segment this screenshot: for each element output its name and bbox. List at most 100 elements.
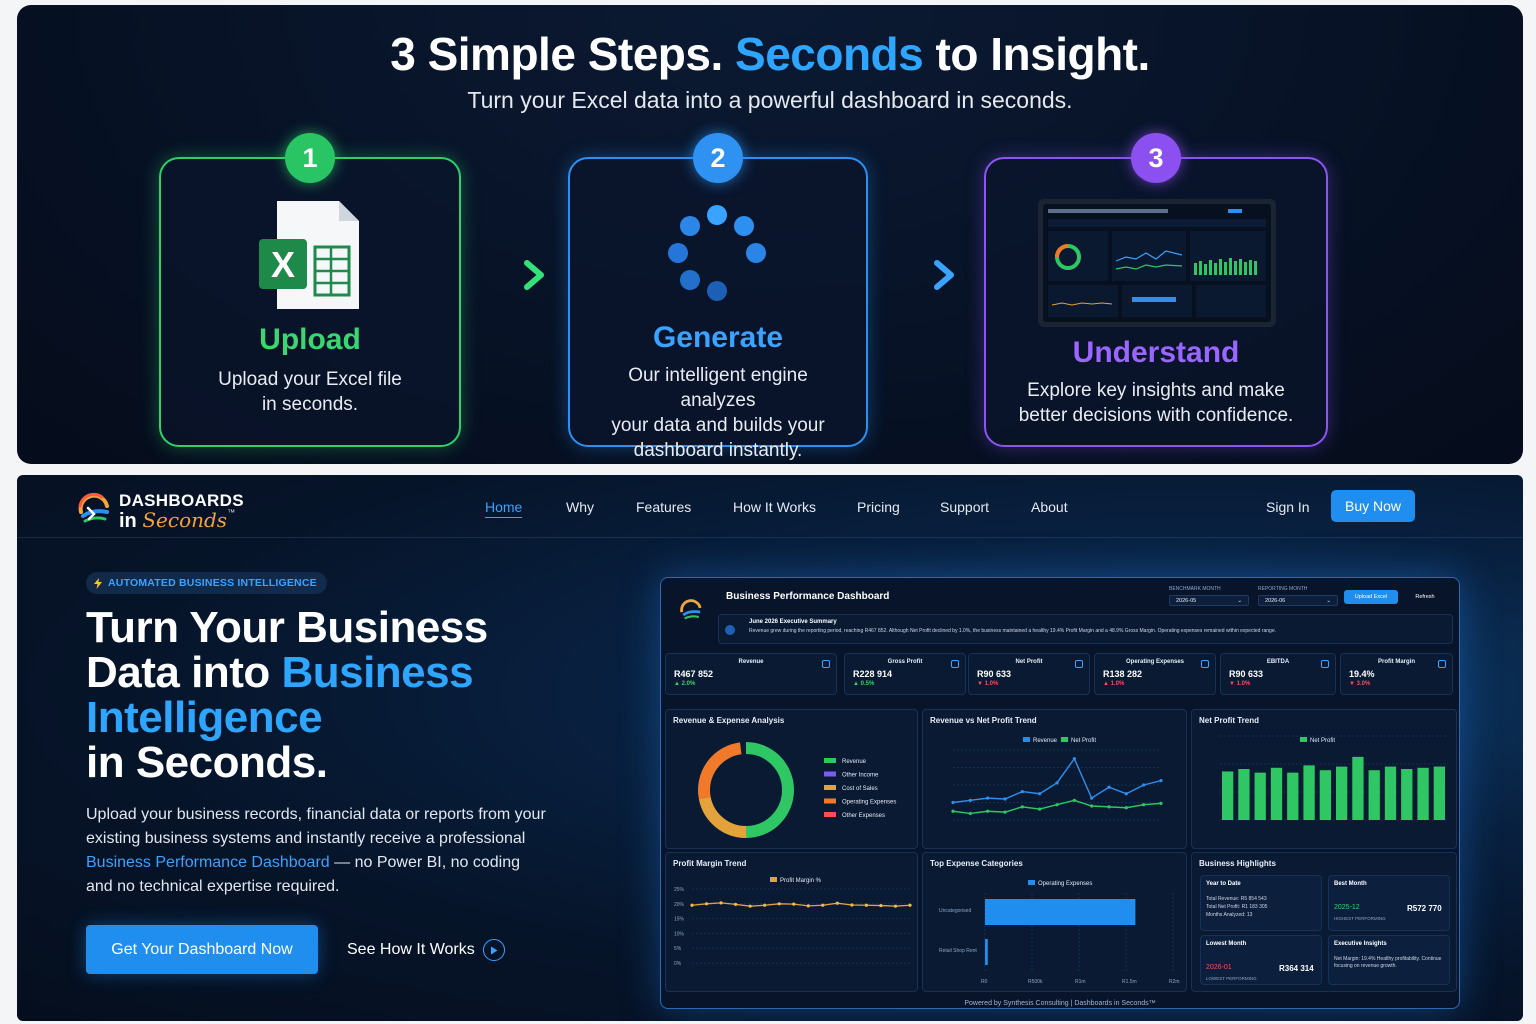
data-point	[1003, 797, 1007, 801]
step-card-generate: 2 Generate Our intelligent engine analyz…	[568, 133, 868, 461]
series-line	[691, 902, 911, 907]
nav-link-support[interactable]: Support	[940, 499, 990, 515]
panel-title: Business Highlights	[1199, 859, 1276, 868]
y-tick-label: 5%	[674, 946, 682, 952]
navbar: DASHBOARDS in Seconds™ Home Why Features…	[17, 475, 1523, 538]
arrow-right-icon	[884, 260, 954, 290]
data-point	[1020, 789, 1024, 794]
x-tick-label: R1.5m	[1122, 979, 1137, 985]
get-dashboard-button[interactable]: Get Your Dashboard Now	[86, 925, 318, 974]
legend-swatch	[824, 798, 836, 804]
executive-summary: June 2026 Executive Summary Revenue grew…	[718, 614, 1453, 644]
donut-segment	[698, 742, 742, 799]
panel-title: Net Profit Trend	[1199, 716, 1260, 725]
dashboard-footer: Powered by Synthesis Consulting | Dashbo…	[964, 1000, 1156, 1007]
panel-title: Top Expense Categories	[930, 859, 1023, 868]
sign-in-link[interactable]: Sign In	[1266, 499, 1310, 515]
nav-link-about[interactable]: About	[1031, 499, 1068, 515]
benchmark-label: BENCHMARK MONTH	[1169, 586, 1221, 592]
data-point	[835, 901, 839, 905]
nav-link-how-it-works[interactable]: How It Works	[733, 499, 816, 515]
nav-link-features[interactable]: Features	[636, 499, 692, 515]
ytd-card: Year to Date Total Revenue: R5 854 543 T…	[1200, 875, 1322, 931]
data-point	[792, 902, 796, 906]
bar	[1417, 767, 1429, 820]
data-point	[1142, 783, 1146, 787]
data-point	[986, 809, 990, 813]
buy-now-button[interactable]: Buy Now	[1331, 490, 1415, 522]
data-point	[1124, 806, 1128, 810]
kpi-delta: ▲ 2.0%	[674, 681, 696, 687]
arrow-right-icon	[474, 260, 544, 290]
bar	[1384, 766, 1397, 820]
nav-link-pricing[interactable]: Pricing	[857, 499, 900, 515]
loading-spinner-icon	[668, 205, 766, 301]
steps-subtitle: Turn your Excel data into a powerful das…	[467, 87, 1073, 113]
nav-link-home[interactable]: Home	[485, 499, 523, 518]
benchmark-select[interactable]: 2026-05⌄	[1169, 595, 1249, 606]
info-icon	[725, 625, 735, 635]
bar	[1222, 771, 1234, 820]
kpi-icon	[822, 660, 830, 668]
legend-label: Operating Expenses	[842, 800, 896, 806]
kpi-label: EBITDA	[1266, 659, 1290, 665]
legend-label: Revenue	[1033, 738, 1058, 744]
data-point	[850, 903, 854, 907]
kpi-value: R467 852	[674, 669, 714, 679]
net-profit-trend-panel: Net Profit Trend Net Profit	[1191, 709, 1457, 849]
refresh-button[interactable]: Refresh	[1415, 594, 1435, 600]
data-point	[893, 904, 898, 908]
data-point	[704, 902, 709, 906]
logo-text: DASHBOARDS	[119, 491, 244, 510]
bar	[1319, 770, 1331, 820]
panel-title: Profit Margin Trend	[673, 859, 747, 868]
kpi-icon	[1438, 660, 1446, 668]
upload-excel-button[interactable]: Upload Excel	[1344, 590, 1398, 604]
logo-icon	[78, 492, 109, 523]
data-point	[1038, 792, 1042, 796]
data-point	[1107, 785, 1111, 789]
dashboard-logo-icon	[680, 599, 702, 620]
kpi-value: R228 914	[853, 669, 893, 679]
reporting-select[interactable]: 2026-06⌄	[1258, 595, 1338, 606]
donut-segment	[698, 796, 747, 838]
y-tick-label: 10%	[674, 931, 685, 937]
kpi-icon	[1075, 660, 1083, 668]
category-label: Retail Shop Rent	[939, 948, 977, 954]
top-expense-panel: Top Expense Categories Operating Expense…	[922, 852, 1187, 992]
data-point	[1159, 779, 1163, 783]
lowest-month-card: Lowest Month 2026-01 R364 314 LOWEST PER…	[1200, 935, 1322, 985]
kpi-value: 19.4%	[1349, 669, 1375, 679]
data-point	[1003, 810, 1007, 814]
reporting-label: REPORTING MONTH	[1258, 586, 1308, 592]
data-point	[806, 904, 810, 908]
category-label: Uncategorised	[939, 908, 971, 914]
data-point	[951, 800, 955, 805]
svg-text:X: X	[271, 244, 295, 285]
kpi-label: Profit Margin	[1378, 659, 1415, 665]
business-highlights-panel: Business Highlights Year to Date Total R…	[1191, 852, 1457, 992]
kpi-icon	[1201, 660, 1209, 668]
data-point	[777, 902, 781, 906]
data-point	[1055, 781, 1059, 785]
nav-link-why[interactable]: Why	[566, 499, 594, 515]
donut-segment	[745, 742, 794, 838]
see-how-it-works-link[interactable]: See How It Works	[347, 939, 505, 961]
data-point	[1090, 804, 1094, 808]
data-point	[763, 903, 767, 907]
data-point	[1038, 807, 1042, 811]
x-tick-label: R2m	[1169, 979, 1180, 985]
dashboard-link[interactable]: Business Performance Dashboard	[86, 854, 330, 871]
data-point	[879, 903, 883, 908]
data-point	[908, 903, 912, 907]
kpi-delta: ▲ 0.5%	[853, 681, 875, 687]
bar	[1270, 767, 1283, 820]
